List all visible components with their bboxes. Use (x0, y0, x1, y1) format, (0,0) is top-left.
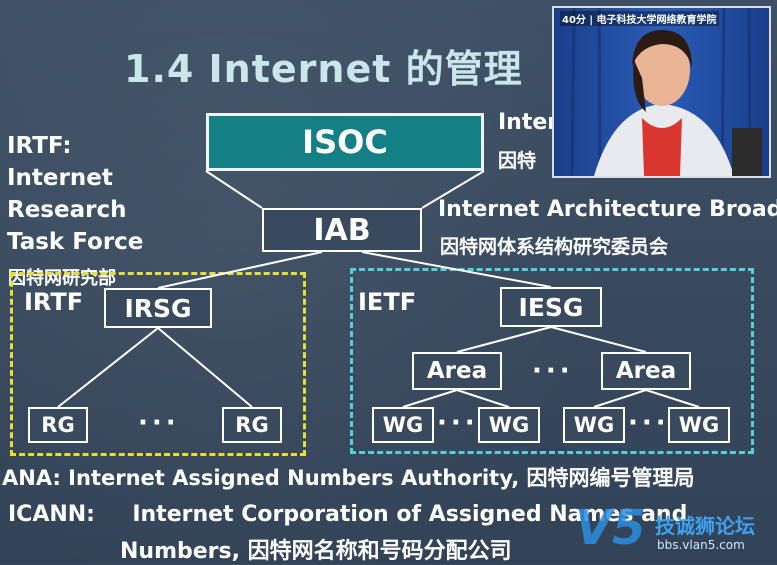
wg-box-2: WG (478, 407, 540, 443)
area-box-2: Area (601, 352, 691, 390)
irtf-def-line-2: Internet (7, 165, 113, 191)
watermark-logo: V5 技诚狮论坛 bbs.vlan5.com (575, 498, 775, 562)
icann-text-1: Internet Corporation of Assigned Names a… (132, 502, 688, 527)
icann-note-line-1: ICANN: Internet Corporation of Assigned … (8, 502, 687, 527)
ietf-group-frame (350, 268, 754, 454)
iab-chinese-name: 因特网体系结构研究委员会 (440, 236, 669, 258)
iab-box: IAB (262, 208, 422, 252)
irtf-def-line-1: IRTF: (7, 133, 72, 159)
iab-english-name: Internet Architecture Broad (438, 197, 777, 222)
wg-box-3: WG (563, 407, 625, 443)
irtf-def-line-3: Research (7, 197, 127, 223)
icann-label: ICANN: (8, 502, 95, 527)
watermark-url: bbs.vlan5.com (657, 538, 745, 552)
watermark-mark: V5 (575, 500, 646, 556)
rg-box-2: RG (222, 407, 282, 443)
wg-ellipsis-2: ··· (628, 408, 670, 438)
wg-box-4: WG (668, 407, 730, 443)
irsg-box: IRSG (104, 288, 212, 328)
rg-ellipsis: ··· (138, 408, 180, 438)
iesg-box: IESG (500, 287, 602, 327)
irtf-group-label: IRTF (24, 288, 84, 316)
area-ellipsis: ··· (532, 356, 574, 386)
irtf-def-line-4: Task Force (7, 229, 144, 255)
irtf-group-frame (10, 272, 306, 456)
slide-title: 1.4 Internet 的管理 (124, 47, 523, 91)
lecturer-video-frame (554, 8, 769, 176)
irtf-definition: IRTF: Internet Research Task Force (7, 130, 143, 258)
isoc-english-name: Inter (498, 110, 559, 135)
area-box-1: Area (412, 352, 502, 390)
video-caption: 40分 | 电子科技大学网络教育学院 (560, 11, 719, 26)
iana-note: ANA: Internet Assigned Numbers Authority… (2, 466, 695, 490)
watermark-name: 技诚狮论坛 (655, 514, 755, 538)
rg-box-1: RG (28, 407, 88, 443)
wg-box-1: WG (372, 407, 434, 443)
lecturer-video: 40分 | 电子科技大学网络教育学院 (552, 6, 771, 178)
wg-ellipsis-1: ··· (437, 408, 479, 438)
isoc-box: ISOC (206, 113, 484, 171)
isoc-chinese-name: 因特 (498, 150, 537, 172)
icann-note-line-2: Numbers, 因特网名称和号码分配公司 (120, 539, 512, 564)
ietf-group-label: IETF (358, 288, 417, 316)
